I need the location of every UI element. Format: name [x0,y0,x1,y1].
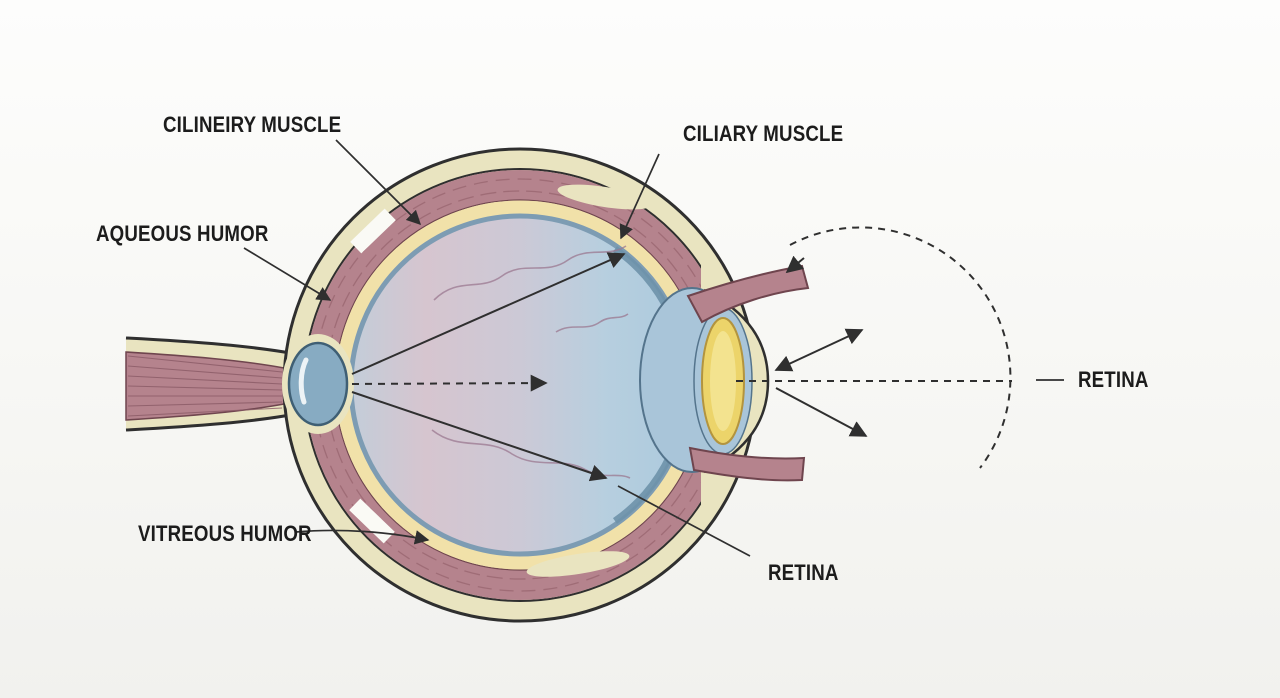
stalk-outline-bottom [125,412,297,432]
focal-arc-dashed [789,226,1012,469]
focal-arc-arrowhead [785,255,805,274]
light-ray-lower-arrow [351,391,608,482]
ciliary-muscle-band-upper [686,264,810,324]
leader-ciliary-muscle-right [619,153,660,240]
light-ray-upper-arrow [351,252,626,375]
stalk-outline-top [125,336,297,356]
posterior-lens-highlight [298,357,309,405]
stalk-fiber-striations [127,355,283,417]
leader-lines [243,139,1064,557]
muscle-gap-lower [349,498,395,544]
leader-ciliary-muscle-left [335,139,422,226]
label-retina-outer: RETINA [1078,369,1149,393]
leader-aqueous-humor [243,247,332,301]
label-retina-inner: RETINA [768,562,839,586]
label-ciliary-muscle-left: CILINEIRY MUSCLE [163,114,341,138]
label-aqueous-humor: AQUEOUS HUMOR [96,223,269,247]
leader-vitreous-humor [295,529,430,545]
lens-core [710,331,736,431]
diverging-ray-upper-arrow [774,328,864,372]
posterior-lens [287,341,349,427]
light-rays [351,226,1012,482]
leader-retina-inner [617,485,751,557]
posterior-lens-body [282,334,354,434]
optic-nerve-stalk [125,336,297,432]
muscle-gap-upper [350,208,396,254]
sclera-patch-top [557,184,653,210]
label-vitreous-humor: VITREOUS HUMOR [138,523,312,547]
ciliary-muscle-band-lower [688,446,806,482]
optical-axis-arrow [351,374,548,392]
diverging-ray-lower-arrow [775,387,868,437]
label-ciliary-muscle-right: CILIARY MUSCLE [683,123,843,147]
labels: CILINEIRY MUSCLE CILIARY MUSCLE AQUEOUS … [96,114,1149,586]
sclera-patch-bottom [526,551,630,577]
